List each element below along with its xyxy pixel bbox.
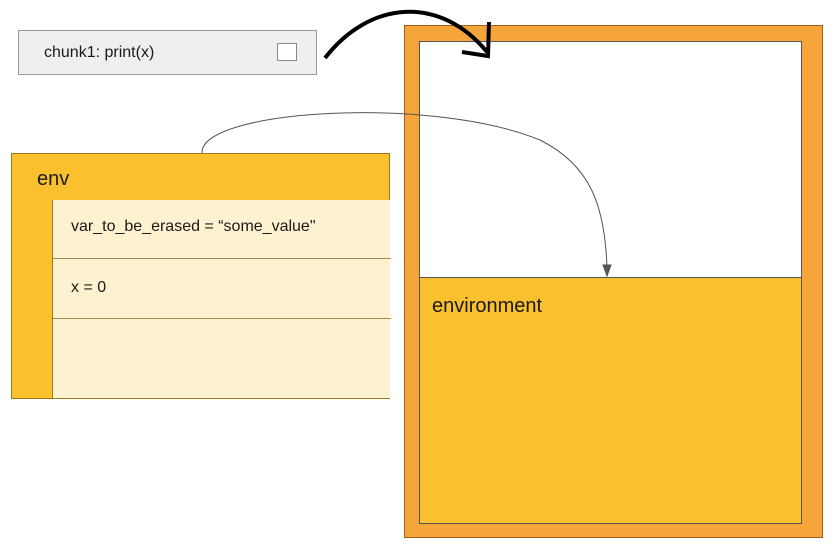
- chunk-label: chunk1: print(x): [44, 44, 155, 61]
- env-row-x: x = 0: [53, 259, 391, 319]
- environment-label: environment: [432, 295, 543, 317]
- env-panel: env var_to_be_erased = “some_value" x = …: [11, 153, 391, 399]
- env-row-text: var_to_be_erased = “some_value": [71, 218, 316, 235]
- environment-box: environment: [419, 277, 802, 524]
- evaluation-frame: environment: [404, 25, 823, 538]
- env-row-empty: [53, 319, 391, 398]
- chunk-checkbox[interactable]: [277, 43, 297, 61]
- chunk-code-box: chunk1: print(x): [18, 30, 317, 75]
- env-title: env: [37, 168, 70, 190]
- env-row-text: x = 0: [71, 279, 107, 296]
- env-variable-list: var_to_be_erased = “some_value" x = 0: [52, 200, 391, 398]
- frame-empty-area: [419, 41, 802, 278]
- env-row-var-to-be-erased: var_to_be_erased = “some_value": [53, 200, 391, 259]
